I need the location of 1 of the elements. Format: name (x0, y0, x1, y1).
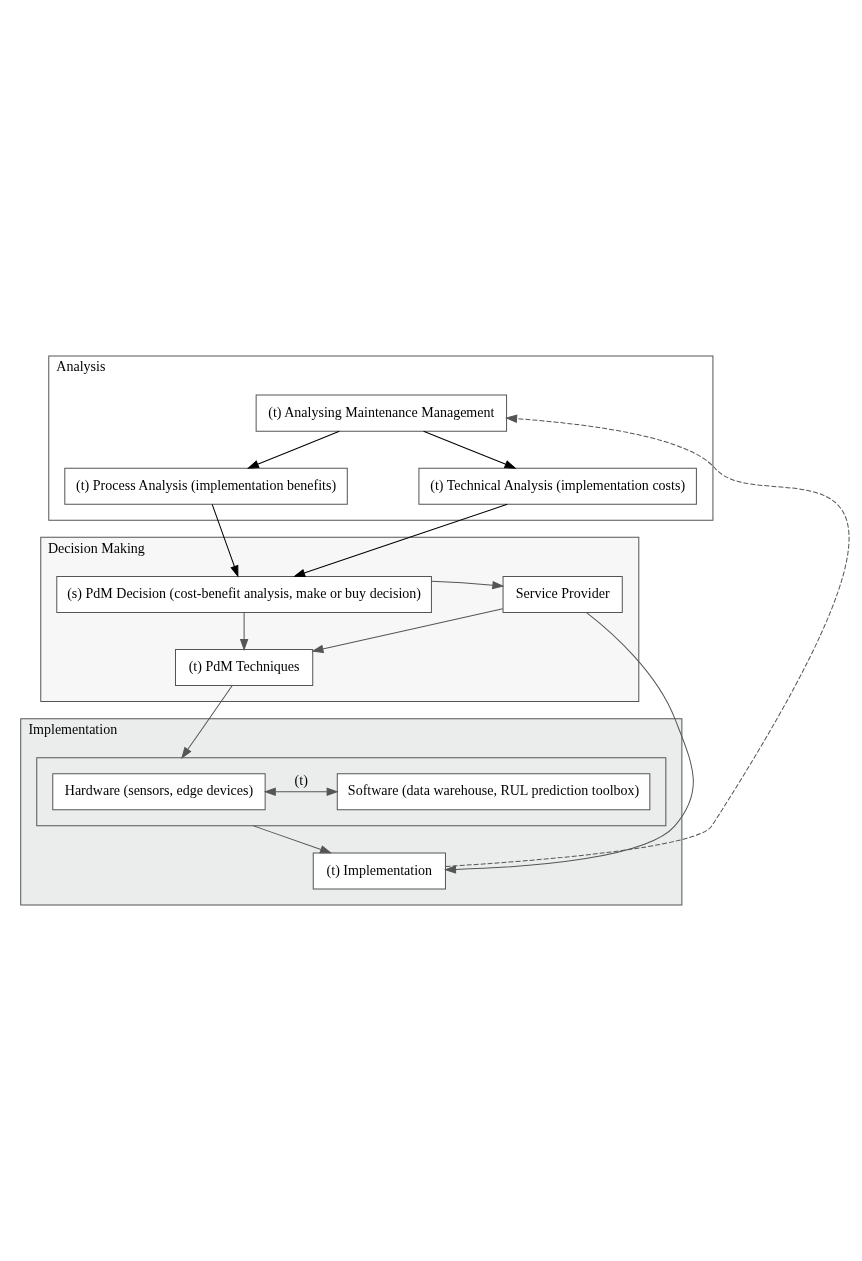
edge-label: (t) (294, 772, 308, 788)
